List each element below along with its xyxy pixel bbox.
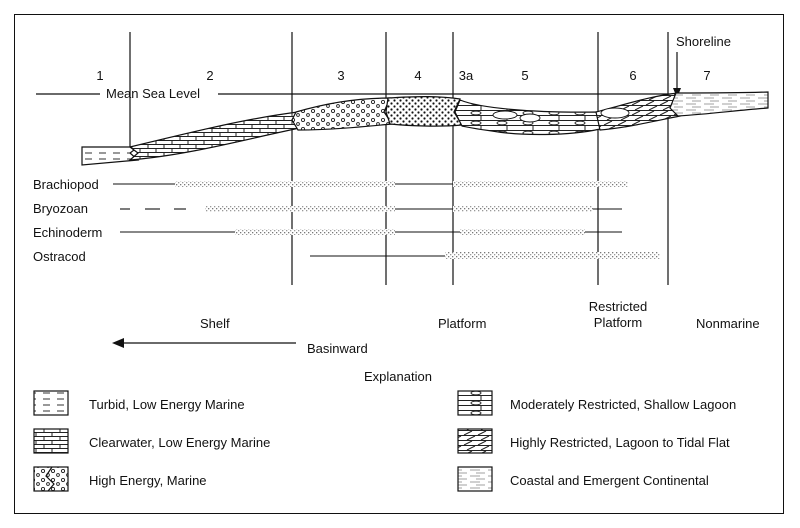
fossil-label-echinoderm: Echinoderm — [33, 225, 102, 240]
zone-label-4: 4 — [403, 68, 433, 83]
fossil-label-brachiopod: Brachiopod — [33, 177, 99, 192]
fossil-label-bryozoan: Bryozoan — [33, 201, 88, 216]
zone-label-6: 6 — [618, 68, 648, 83]
brachiopod-range — [113, 181, 628, 187]
legend-item-lagoon: Moderately Restricted, Shallow Lagoon — [510, 397, 736, 412]
fossil-label-ostracod: Ostracod — [33, 249, 86, 264]
zone-label-7: 7 — [692, 68, 722, 83]
zone-label-2: 2 — [195, 68, 225, 83]
bryozoan-range — [120, 206, 622, 212]
zone-label-5: 5 — [510, 68, 540, 83]
setting-nonmarine: Nonmarine — [696, 316, 760, 331]
legend-swatch-clearwater — [34, 429, 68, 453]
sea-level-label: Mean Sea Level — [106, 86, 200, 101]
echinoderm-range — [120, 229, 622, 235]
setting-restricted-line2: Platform — [578, 315, 658, 330]
zone-label-1: 1 — [85, 68, 115, 83]
legend-swatch-turbid — [34, 391, 68, 415]
zone-label-3a: 3a — [451, 68, 481, 83]
setting-shelf: Shelf — [200, 316, 230, 331]
legend-title: Explanation — [364, 369, 432, 384]
legend-item-turbid: Turbid, Low Energy Marine — [89, 397, 245, 412]
continental-facies — [670, 92, 768, 116]
high-energy-sand-facies — [386, 97, 462, 126]
legend-item-coastal: Coastal and Emergent Continental — [510, 473, 709, 488]
legend-swatch-coastal — [458, 467, 492, 491]
legend-swatch-tidal — [458, 429, 492, 453]
legend-item-tidal: Highly Restricted, Lagoon to Tidal Flat — [510, 435, 730, 450]
setting-platform: Platform — [438, 316, 486, 331]
basinward-label: Basinward — [307, 341, 368, 356]
basinward-arrow — [112, 338, 296, 348]
legend-item-clearwater: Clearwater, Low Energy Marine — [89, 435, 270, 450]
shoreline-label: Shoreline — [676, 34, 731, 49]
legend-item-high-energy: High Energy, Marine — [89, 473, 207, 488]
turbid-facies — [82, 147, 138, 165]
legend-swatch-lagoon — [458, 391, 492, 415]
setting-restricted-line1: Restricted — [578, 299, 658, 314]
setting-restricted-platform: Restricted Platform — [578, 299, 658, 330]
zone-label-3: 3 — [326, 68, 356, 83]
high-energy-oolite-facies — [292, 98, 392, 130]
clearwater-facies — [130, 112, 300, 160]
shoreline-arrow — [673, 52, 681, 98]
facies-profile — [82, 92, 768, 165]
ostracod-range — [310, 252, 660, 259]
